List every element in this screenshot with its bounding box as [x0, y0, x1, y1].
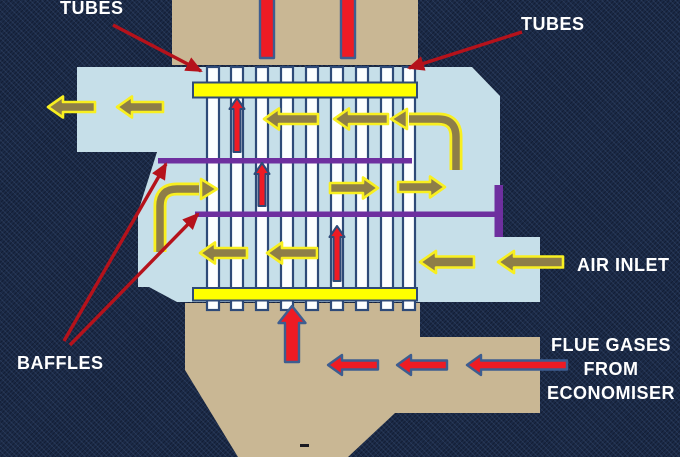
air-flow-arrow: [262, 107, 320, 131]
top-tube-sheet: [192, 81, 418, 99]
flue-gases-label: FLUE GASES FROM ECONOMISER: [547, 335, 675, 403]
air-turn-arrow: [389, 107, 463, 170]
air-inlet-arrow: [418, 249, 476, 275]
air-inlet-label: AIR INLET: [577, 255, 670, 275]
stray-mark: [300, 444, 309, 447]
flue-gas-arrow: [326, 353, 380, 377]
air-flow-arrow: [396, 175, 447, 199]
tube-flow-arrow: [328, 225, 346, 282]
tubes-pointer-arrow: [407, 30, 523, 71]
flue-gas-arrow: [395, 353, 449, 377]
air-flow-arrow: [328, 176, 380, 200]
tube: [304, 65, 320, 312]
air-outlet-arrow: [115, 95, 165, 119]
air-flow-arrows: [46, 95, 565, 275]
bottom-tube-sheet: [192, 287, 418, 302]
tubes-label-right: TUBES: [521, 14, 585, 34]
baffles-label: BAFFLES: [17, 353, 104, 373]
baffles-pointer-arrow: [68, 212, 200, 347]
flue-gases-label-line2: FROM: [584, 359, 639, 379]
flue-gases-label-line1: FLUE GASES: [551, 335, 671, 355]
air-flow-arrow: [265, 241, 319, 265]
flue-gas-arrow: [465, 353, 569, 377]
flue-gas-up-arrow: [277, 304, 307, 364]
flue-casing: [185, 303, 540, 457]
top-casing: [172, 0, 418, 65]
baffle-lower: [195, 211, 500, 217]
flue-gases-label-line3: ECONOMISER: [547, 383, 675, 403]
tubes-label-left: TUBES: [60, 0, 124, 18]
tube-flow-arrow: [228, 97, 246, 153]
tubes-pointer-arrow: [112, 23, 203, 73]
air-turn-arrow: [153, 177, 219, 252]
air-outlet-arrow: [46, 95, 97, 119]
air-flow-arrow: [332, 107, 390, 131]
annotation-arrows: [62, 23, 523, 347]
air-flow-arrow: [198, 241, 249, 265]
baffles-pointer-arrow: [62, 162, 168, 342]
flue-gas-arrows: [228, 97, 569, 377]
tube: [379, 65, 395, 312]
baffle-upper: [158, 158, 412, 164]
tube: [279, 65, 295, 312]
flue-outlet-pipe: [258, 0, 276, 60]
air-inlet-arrow: [496, 249, 565, 275]
baffle-wall-seal: [494, 185, 503, 237]
flue-outlet-pipe: [339, 0, 357, 60]
tube-flow-arrow: [253, 162, 271, 207]
